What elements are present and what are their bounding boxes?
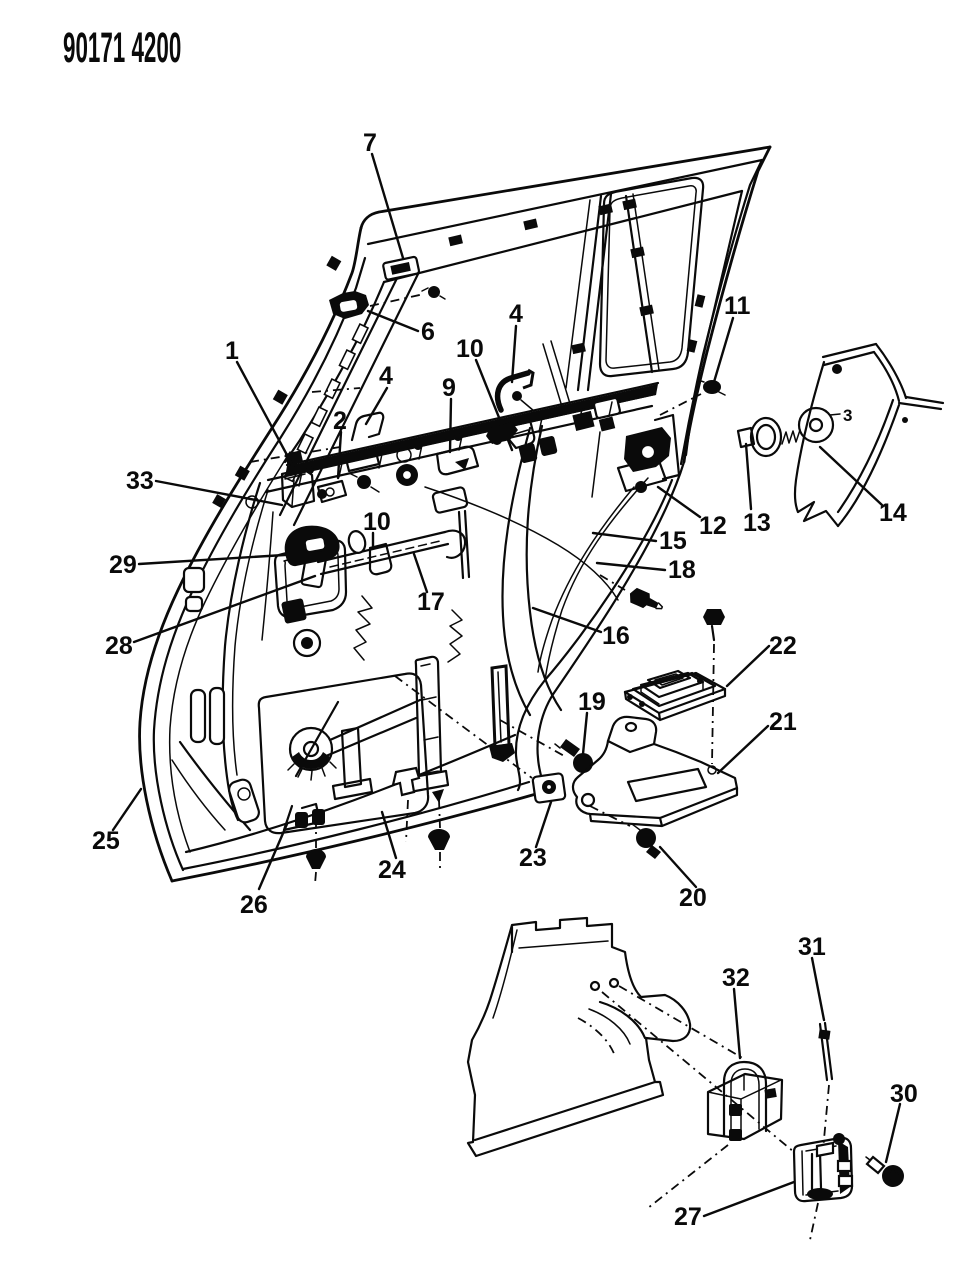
svg-text:1: 1	[225, 337, 239, 365]
svg-text:20: 20	[679, 884, 707, 912]
svg-text:26: 26	[240, 891, 268, 919]
svg-text:32: 32	[722, 964, 750, 992]
svg-text:17: 17	[417, 588, 445, 616]
svg-text:24: 24	[378, 856, 406, 884]
svg-text:3: 3	[843, 406, 852, 425]
svg-text:90171 4200: 90171 4200	[63, 24, 181, 72]
svg-text:19: 19	[578, 688, 606, 716]
svg-text:21: 21	[769, 708, 797, 736]
svg-text:31: 31	[798, 933, 826, 961]
svg-text:23: 23	[519, 844, 547, 872]
svg-text:4: 4	[509, 300, 523, 328]
svg-text:30: 30	[890, 1080, 918, 1108]
svg-text:10: 10	[456, 335, 484, 363]
svg-text:9: 9	[442, 374, 456, 402]
svg-text:28: 28	[105, 632, 133, 660]
svg-text:12: 12	[699, 512, 727, 540]
svg-text:7: 7	[363, 129, 377, 157]
svg-text:2: 2	[333, 407, 347, 435]
svg-text:6: 6	[421, 318, 435, 346]
svg-text:27: 27	[674, 1203, 702, 1231]
svg-text:22: 22	[769, 632, 797, 660]
svg-text:18: 18	[668, 556, 696, 584]
svg-text:13: 13	[743, 509, 771, 537]
svg-text:11: 11	[724, 292, 751, 320]
svg-text:15: 15	[659, 527, 687, 555]
svg-text:16: 16	[602, 622, 630, 650]
svg-text:10: 10	[363, 508, 391, 536]
svg-text:29: 29	[109, 551, 137, 579]
svg-text:33: 33	[126, 467, 154, 495]
svg-text:14: 14	[879, 499, 907, 527]
svg-text:25: 25	[92, 827, 120, 855]
svg-text:4: 4	[379, 362, 393, 390]
